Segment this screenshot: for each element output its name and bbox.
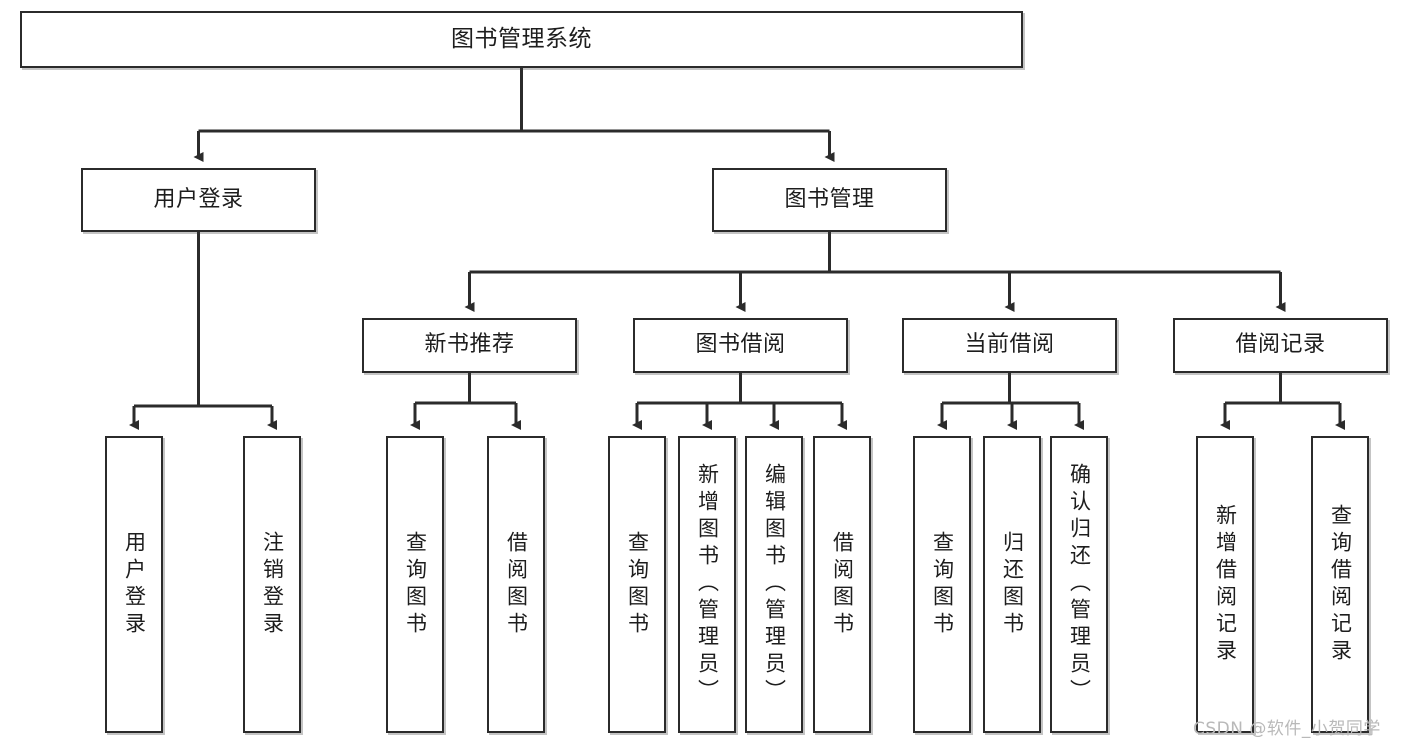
node-leaf-cb-confirm-return[interactable]: 确认归还（管理员） [1050,436,1108,733]
node-leaf-bb-borrow-book[interactable]: 借阅图书 [813,436,871,733]
node-label: 借阅记录 [1235,332,1326,358]
node-label: 借阅图书 [830,530,855,639]
node-leaf-br-add-record[interactable]: 新增借阅记录 [1196,436,1254,733]
node-book-manage[interactable]: 图书管理 [712,168,947,232]
csdn-watermark: CSDN @软件_小贺同学 [1193,719,1381,739]
node-leaf-rec-query-book[interactable]: 查询图书 [386,436,444,733]
node-new-book-rec[interactable]: 新书推荐 [362,318,577,373]
node-label: 注销登录 [260,530,285,639]
node-label: 图书管理系统 [451,25,592,52]
node-leaf-user-logout[interactable]: 注销登录 [243,436,301,733]
node-leaf-user-login[interactable]: 用户登录 [105,436,163,733]
node-label: 用户登录 [122,530,147,639]
node-book-borrow[interactable]: 图书借阅 [633,318,848,373]
node-leaf-cb-query-book[interactable]: 查询图书 [913,436,971,733]
node-label: 编辑图书（管理员） [762,463,787,706]
node-label: 新书推荐 [424,332,515,358]
node-label: 查询借阅记录 [1328,503,1353,666]
node-leaf-cb-return-book[interactable]: 归还图书 [983,436,1041,733]
node-user-login[interactable]: 用户登录 [81,168,316,232]
node-leaf-bb-add-book[interactable]: 新增图书（管理员） [678,436,736,733]
node-label: 借阅图书 [504,530,529,639]
node-leaf-rec-borrow-book[interactable]: 借阅图书 [487,436,545,733]
node-label: 查询图书 [930,530,955,639]
node-leaf-bb-query-book[interactable]: 查询图书 [608,436,666,733]
node-label: 确认归还（管理员） [1067,463,1092,706]
node-root[interactable]: 图书管理系统 [20,11,1023,68]
node-label: 新增借阅记录 [1213,503,1238,666]
node-leaf-bb-edit-book[interactable]: 编辑图书（管理员） [745,436,803,733]
node-label: 当前借阅 [964,332,1055,358]
node-label: 查询图书 [625,530,650,639]
node-label: 用户登录 [153,186,244,212]
node-current-borrow[interactable]: 当前借阅 [902,318,1117,373]
node-label: 归还图书 [1000,530,1025,639]
node-borrow-record[interactable]: 借阅记录 [1173,318,1388,373]
node-label: 新增图书（管理员） [695,463,720,706]
node-leaf-br-query-record[interactable]: 查询借阅记录 [1311,436,1369,733]
node-label: 查询图书 [403,530,428,639]
node-label: 图书借阅 [695,332,786,358]
node-label: 图书管理 [784,186,875,212]
